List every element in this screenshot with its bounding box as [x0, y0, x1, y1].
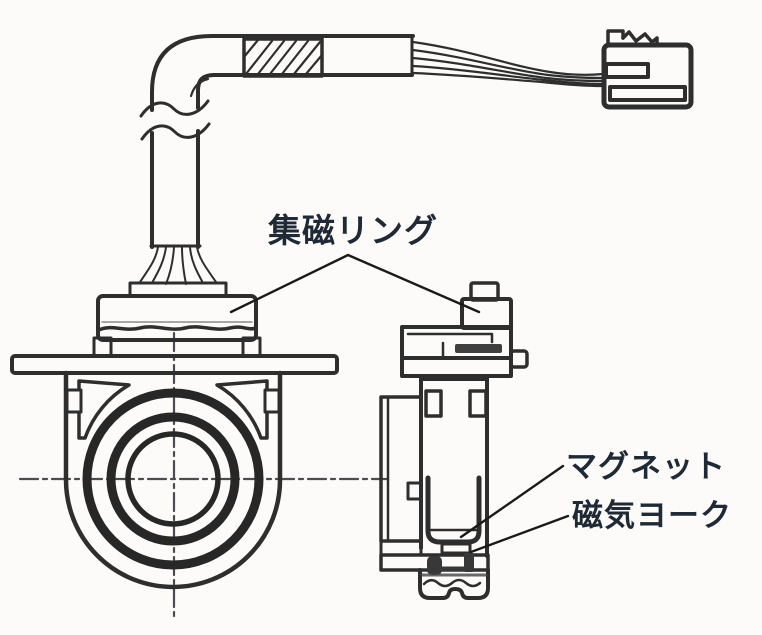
hatched-sleeve [242, 37, 324, 78]
label-magnetic-yoke: 磁気ヨーク [572, 498, 732, 533]
connector-latch [606, 29, 625, 47]
side-tab [509, 349, 529, 369]
connector-terminal [604, 62, 650, 79]
ring-stack [82, 388, 264, 570]
leader-flux-ring [229, 253, 481, 314]
sensor-front-view [10, 281, 390, 620]
clip [424, 389, 443, 418]
centerlines [18, 331, 390, 620]
magnet-dark-part [427, 556, 442, 575]
side-plate [379, 395, 423, 543]
label-magnet: マグネット [566, 449, 726, 484]
magnet-part [440, 542, 472, 555]
magnet-cavity [425, 475, 482, 545]
annotations [229, 253, 570, 554]
sensor-body [63, 370, 283, 590]
flux-ring-seam [97, 325, 257, 332]
wire-fan-top [411, 40, 605, 88]
break-mark [140, 122, 211, 141]
bracket-right [215, 379, 269, 440]
wire-fan-bottom [139, 246, 217, 285]
sensor-side-view [379, 281, 529, 600]
bend-crease [189, 77, 210, 98]
clip [468, 389, 488, 418]
bracket-left [77, 379, 131, 440]
connector-terminal [608, 85, 687, 102]
connector [601, 29, 694, 110]
leader-magnet [459, 464, 565, 539]
break-mark [139, 99, 210, 118]
mounting-flange [10, 354, 339, 375]
flux-ring-side [460, 297, 513, 330]
sensor-housing [96, 294, 258, 342]
leader-magnetic-yoke [469, 514, 570, 554]
cable-assembly [139, 34, 605, 285]
label-flux-ring: 集磁リング [268, 212, 438, 249]
magnetic-yoke-cap [418, 568, 490, 600]
